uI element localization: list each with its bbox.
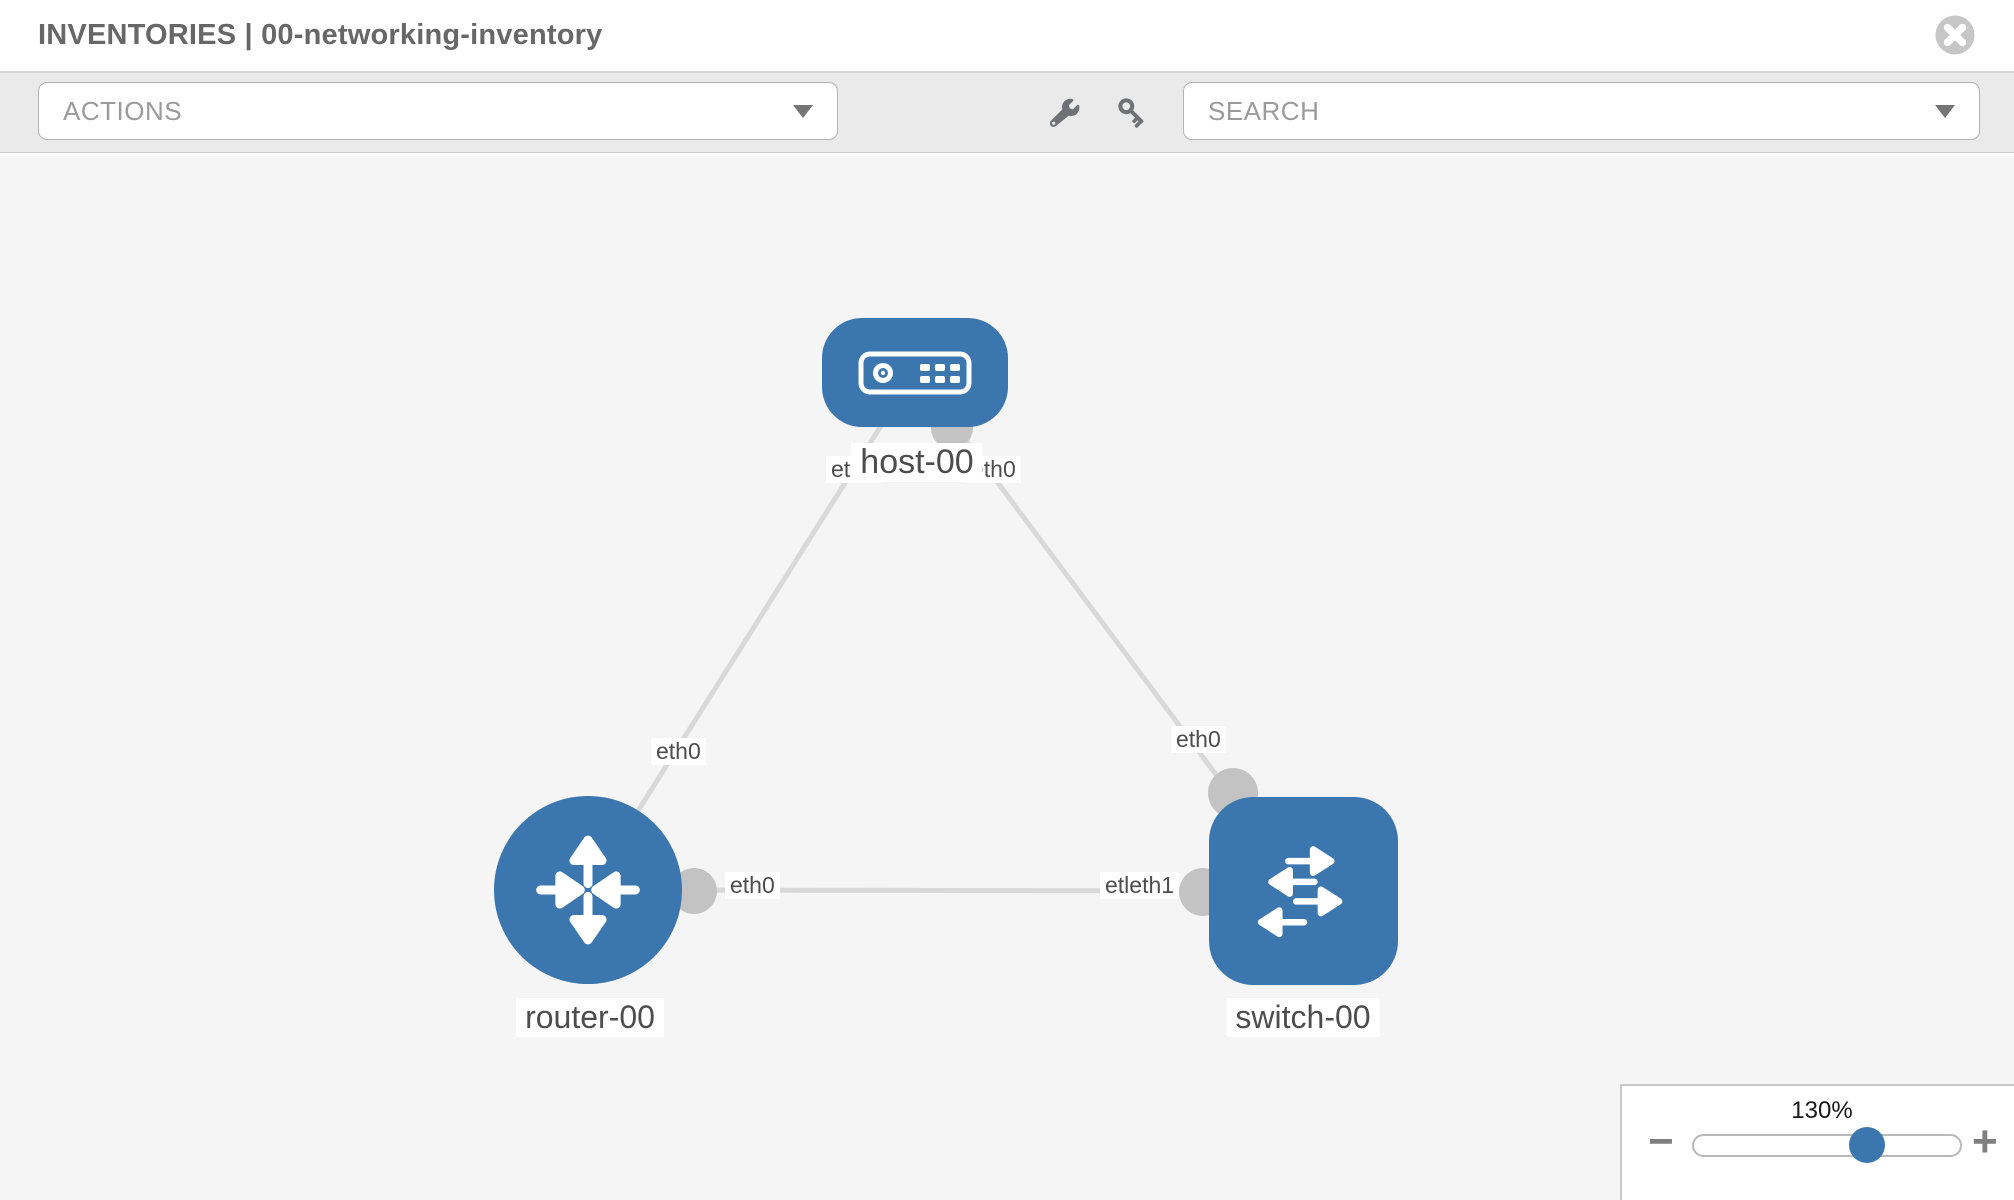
close-icon xyxy=(1935,15,1975,55)
switch-icon xyxy=(1257,846,1342,938)
router-icon xyxy=(536,835,640,945)
wrench-icon xyxy=(1049,98,1080,127)
page-title: INVENTORIES | 00-networking-inventory xyxy=(38,19,603,51)
chevron-down-icon xyxy=(793,104,813,118)
zoom-level: 130% xyxy=(1791,1097,1853,1124)
interface-label: eth0 xyxy=(725,872,780,899)
host-icon xyxy=(858,351,972,394)
key-icon xyxy=(1118,98,1144,128)
search-dropdown-label: SEARCH xyxy=(1208,95,1320,126)
node-switch-00[interactable] xyxy=(1209,797,1398,985)
interface-label: etleth1 xyxy=(1100,872,1180,899)
node-label-host: host-00 xyxy=(851,443,983,482)
configure-button[interactable] xyxy=(1044,92,1086,134)
search-dropdown[interactable]: SEARCH xyxy=(1183,82,1980,140)
interface-connector xyxy=(671,868,717,914)
actions-dropdown-label: ACTIONS xyxy=(63,95,183,126)
chevron-down-icon xyxy=(1935,104,1955,118)
topology-links xyxy=(585,370,1306,916)
node-label-router: router-00 xyxy=(516,998,664,1037)
interface-label: eth0 xyxy=(651,738,706,765)
actions-dropdown[interactable]: ACTIONS xyxy=(38,82,838,140)
header: INVENTORIES | 00-networking-inventory xyxy=(0,0,2014,73)
zoom-in-button[interactable]: + xyxy=(1972,1117,1998,1166)
node-host-00[interactable] xyxy=(822,318,1008,427)
close-button[interactable] xyxy=(1934,14,1976,56)
zoom-out-button[interactable]: − xyxy=(1648,1117,1674,1166)
interface-label: eth0 xyxy=(1171,726,1226,753)
zoom-slider[interactable] xyxy=(1692,1127,1962,1163)
topology-canvas[interactable]: host-00 eth0 eth0 eth0 eth0 eth0 etleth1… xyxy=(0,156,2014,1200)
node-label-switch: switch-00 xyxy=(1226,998,1380,1037)
node-router-00[interactable] xyxy=(494,796,682,984)
zoom-slider-thumb[interactable] xyxy=(1849,1127,1885,1163)
toolbar: ACTIONS SEARCH xyxy=(0,73,2014,153)
zoom-panel: 130% − + xyxy=(1620,1084,2014,1200)
credentials-button[interactable] xyxy=(1112,92,1154,134)
